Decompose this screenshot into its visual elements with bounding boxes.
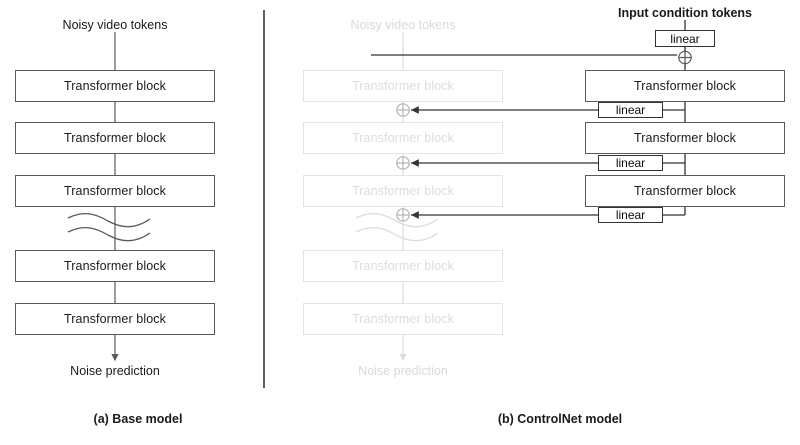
controlnet-base-block-1[interactable]: Transformer block (303, 70, 503, 102)
skip-linear-layer-1[interactable]: linear (598, 102, 663, 118)
input-condition-tokens-label: Input condition tokens (617, 6, 753, 20)
adder-skip-3 (396, 208, 410, 222)
skip-linear-layer-3[interactable]: linear (598, 207, 663, 223)
base-transformer-block-4[interactable]: Transformer block (15, 250, 215, 282)
panel-b-caption: (b) ControlNet model (497, 412, 623, 426)
controlnet-output-label: Noise prediction (358, 364, 448, 378)
control-transformer-block-3[interactable]: Transformer block (585, 175, 785, 207)
control-transformer-block-1[interactable]: Transformer block (585, 70, 785, 102)
base-transformer-block-2[interactable]: Transformer block (15, 122, 215, 154)
skip-linear-layer-2[interactable]: linear (598, 155, 663, 171)
control-transformer-block-2[interactable]: Transformer block (585, 122, 785, 154)
controlnet-base-block-3[interactable]: Transformer block (303, 175, 503, 207)
controlnet-base-block-4[interactable]: Transformer block (303, 250, 503, 282)
adder-skip-1 (396, 103, 410, 117)
controlnet-input-label: Noisy video tokens (350, 18, 456, 32)
controlnet-base-block-2[interactable]: Transformer block (303, 122, 503, 154)
base-transformer-block-5[interactable]: Transformer block (15, 303, 215, 335)
base-model-wavy-break (67, 212, 151, 242)
adder-skip-2 (396, 156, 410, 170)
base-transformer-block-1[interactable]: Transformer block (15, 70, 215, 102)
base-output-label: Noise prediction (70, 364, 160, 378)
panel-a-caption: (a) Base model (93, 412, 183, 426)
controlnet-base-block-5[interactable]: Transformer block (303, 303, 503, 335)
base-transformer-block-3[interactable]: Transformer block (15, 175, 215, 207)
controlnet-wavy-break (355, 212, 439, 242)
base-input-label: Noisy video tokens (62, 18, 168, 32)
adder-top (678, 50, 692, 65)
condition-linear-layer[interactable]: linear (655, 30, 715, 47)
